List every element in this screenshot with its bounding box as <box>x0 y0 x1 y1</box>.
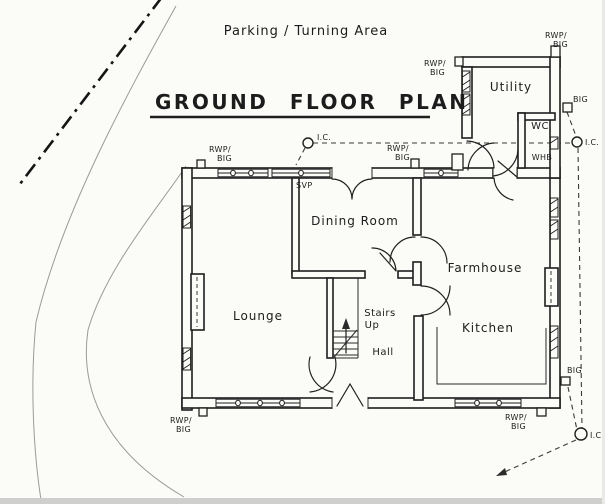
driveway-inner-edge <box>85 165 187 498</box>
rwp-box <box>410 158 420 169</box>
door-swing <box>308 356 337 393</box>
wall-dining-left <box>291 177 300 275</box>
window <box>271 168 331 178</box>
drain-run-right <box>577 147 583 430</box>
ic-manhole <box>574 427 588 441</box>
label-rwp: RWP/ <box>424 59 446 68</box>
wall-stairs <box>326 277 334 359</box>
drain-run-gully-br <box>567 386 578 431</box>
wall-utility-top <box>461 56 561 68</box>
rwp-box <box>198 407 208 417</box>
label-big: BIG <box>573 95 588 104</box>
wall-wc-left <box>517 112 526 169</box>
room-label-wc: WC <box>531 121 549 132</box>
label-ic: I.C. <box>585 138 599 147</box>
label-stairs-up: Up <box>365 320 380 331</box>
inspection-chambers <box>302 136 588 441</box>
wall-divider-upper <box>412 177 422 236</box>
labels: Parking / Turning Area GROUND FLOOR PLAN… <box>150 24 602 440</box>
label-ic: I.C <box>590 431 602 440</box>
label-rwp: BIG <box>217 154 232 163</box>
rwp-gullies <box>196 45 573 417</box>
wall-dining-bottom-left <box>291 270 366 279</box>
wall-divider-lower <box>413 315 424 401</box>
door-swing <box>492 149 519 177</box>
site-lines <box>18 0 187 504</box>
room-label-dining: Dining Room <box>311 214 399 228</box>
window <box>461 70 471 93</box>
door-swing <box>420 285 451 316</box>
stair-up-arrowhead <box>342 318 350 329</box>
window <box>454 398 522 408</box>
window <box>215 398 301 408</box>
window <box>549 325 559 359</box>
window <box>549 219 559 240</box>
door-openings <box>331 166 518 410</box>
kitchen-units-outline <box>436 327 547 385</box>
label-stairs: Stairs <box>364 308 396 319</box>
door-swings <box>308 140 519 407</box>
door-swing <box>420 236 448 264</box>
rwp-box <box>454 56 464 67</box>
label-rwp: BIG <box>176 425 191 434</box>
staircase <box>333 278 359 359</box>
parking-area-label: Parking / Turning Area <box>224 24 389 39</box>
room-label-hall: Hall <box>372 347 393 358</box>
window <box>549 136 559 150</box>
door-swing <box>331 178 373 200</box>
label-rwp: BIG <box>511 422 526 431</box>
window <box>549 197 559 218</box>
gully-box <box>560 376 571 386</box>
label-rwp: RWP/ <box>170 416 192 425</box>
drain-outfall-arrowhead <box>496 468 507 476</box>
window <box>423 168 459 178</box>
door-swing <box>466 140 495 171</box>
label-big: BIG <box>567 366 582 375</box>
label-rwp: BIG <box>430 68 445 77</box>
drain-run-gully-tr <box>566 111 577 137</box>
room-label-farmhouse: Farmhouse <box>448 261 523 275</box>
label-rwp: RWP/ <box>545 31 567 40</box>
room-label-lounge: Lounge <box>233 309 283 323</box>
room-label-whb: WHB <box>532 153 553 162</box>
label-rwp: RWP/ <box>387 144 409 153</box>
label-svp: SVP <box>296 181 313 190</box>
drawing-title: GROUND FLOOR PLAN <box>155 90 469 114</box>
door-step <box>451 153 464 171</box>
room-label-utility: Utility <box>490 80 532 94</box>
windows <box>182 70 559 408</box>
wall-divider-mid <box>412 261 422 286</box>
window <box>217 168 269 178</box>
door-swing <box>371 247 397 272</box>
room-label-kitchen: Kitchen <box>462 321 514 335</box>
ic-manhole <box>571 136 583 148</box>
label-rwp: RWP/ <box>209 145 231 154</box>
wall-bottom <box>181 397 561 409</box>
window <box>182 347 192 371</box>
scan-edge-bottom <box>0 498 605 504</box>
drain-run-svp <box>295 147 306 166</box>
scan-edge-right <box>602 0 605 504</box>
label-rwp: BIG <box>553 40 568 49</box>
door-swing <box>493 160 518 201</box>
window <box>461 93 471 116</box>
front-door-leaf <box>336 382 364 407</box>
drain-outfall-line <box>499 439 577 475</box>
label-rwp: RWP/ <box>505 413 527 422</box>
ic-manhole <box>302 137 314 149</box>
label-rwp: BIG <box>395 153 410 162</box>
gully-box <box>562 102 573 113</box>
drainage-lines <box>295 111 583 476</box>
rwp-box <box>550 45 561 58</box>
label-ic: I.C. <box>317 133 331 142</box>
site-boundary-line <box>18 0 162 185</box>
window <box>182 205 192 229</box>
rwp-box <box>196 159 206 169</box>
rwp-box <box>536 407 547 417</box>
door-swing <box>389 236 416 263</box>
driveway-outer-edge <box>32 5 177 504</box>
